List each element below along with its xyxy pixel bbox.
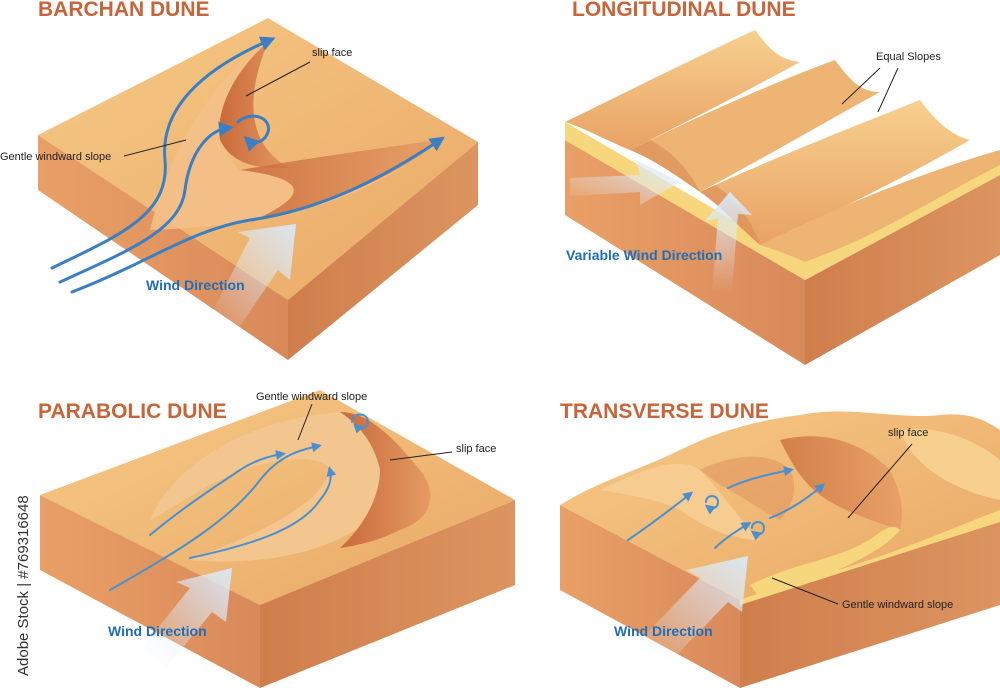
wind-direction-label: Variable Wind Direction [566,247,722,263]
ridge [760,150,1000,262]
windward-slope [150,412,380,562]
leader-line [847,443,913,519]
panel-parabolic: PARABOLIC DUNE Gentle windward slope sli… [38,390,515,688]
slip-face [219,42,290,169]
leader-line [841,67,881,105]
label-equal-slopes: Equal Slopes [876,51,941,63]
label-slip-face: slip face [312,47,352,59]
block-front-face [40,495,260,688]
leader-line [877,67,899,113]
block-front-face [560,505,740,688]
leader-line [297,403,313,441]
block-side-face [288,142,478,360]
dune-light-slope [750,526,900,598]
panel-transverse: TRANSVERSE DUNE slip face Gentle windwar… [560,400,1000,688]
wind-flow-line [627,491,694,541]
eddy-arrow [351,413,370,434]
eddy-arrow [704,495,720,515]
leader-line [123,139,187,157]
dune-ridge [700,456,795,520]
ridge-shadow [630,140,700,192]
wind-flow-line [50,36,276,270]
wind-direction-label: Wind Direction [146,277,245,293]
block-side-face [260,500,515,688]
slip-face-horn [240,140,440,222]
label-slip-face: slip face [888,427,928,439]
block-side-face [805,175,1000,365]
panel-title: LONGITUDINAL DUNE [572,0,796,21]
panel-longitudinal: LONGITUDINAL DUNE Equal Slopes Variable … [565,0,1000,365]
label-windward-slope: Gentle windward slope [256,391,367,403]
dune-ridge [900,429,1000,500]
wind-arrow [704,192,752,292]
wind-arrow [570,160,680,205]
wind-flow-line [714,521,752,549]
label-slip-face: slip face [456,443,496,455]
eddy-arrow [236,114,270,152]
wind-direction-label: Wind Direction [614,623,713,639]
panel-title: TRANSVERSE DUNE [560,400,769,423]
label-windward-slope: Gentle windward slope [0,151,111,163]
wind-flow-line [149,450,286,536]
wind-flow-line [58,121,234,284]
leader-line [771,577,839,605]
eddy-arrow [750,521,766,541]
wind-flow-line [727,466,794,489]
label-windward-slope: Gentle windward slope [842,599,953,611]
ridge [565,30,800,150]
wind-flow-line [70,136,445,294]
block-side-face [740,520,1000,688]
wind-arrow [140,568,232,668]
dune-ridge [780,436,902,530]
leader-line [245,61,311,97]
ridge [630,60,880,192]
stock-id-text: Adobe Stock | #769316648 [15,495,32,676]
panel-barchan: BARCHAN DUNE slip face Gentle windward s… [0,0,478,360]
block-front-face [565,140,805,365]
wind-arrow [640,556,748,662]
panel-title: PARABOLIC DUNE [38,400,227,423]
panel-title: BARCHAN DUNE [38,0,210,21]
wind-flow-line [189,466,337,559]
wind-flow-line [769,483,826,519]
wind-direction-label: Wind Direction [108,623,207,639]
leader-line [389,451,453,461]
wind-arrow [212,224,296,326]
ridge [700,100,970,245]
slip-face [340,412,431,548]
wind-flow-line [109,442,322,591]
